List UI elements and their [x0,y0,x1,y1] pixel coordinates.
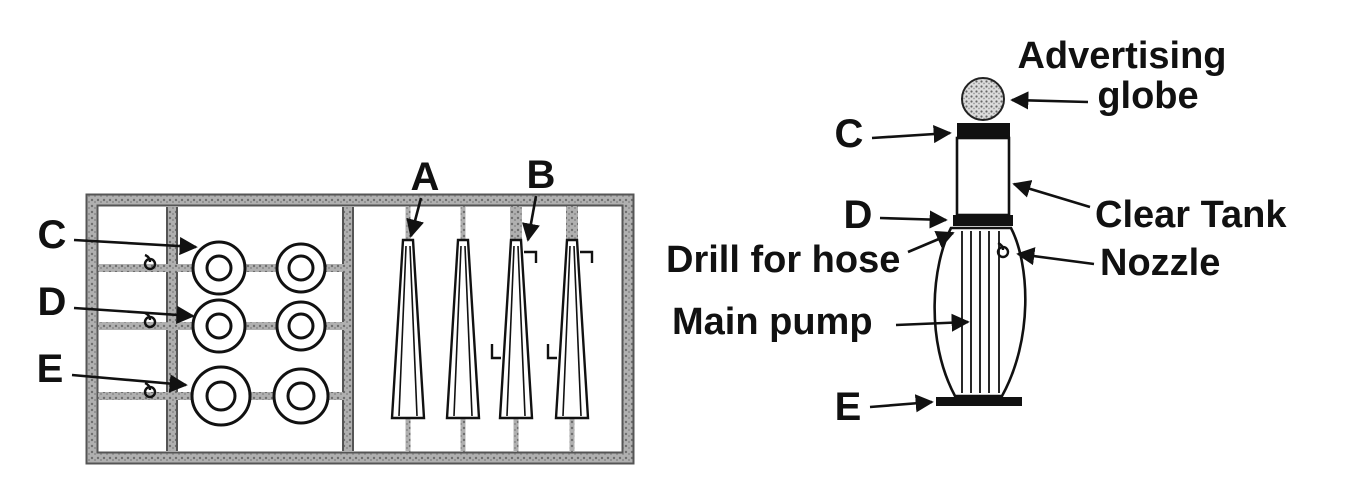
clear-tank [955,136,1011,217]
pump-assembly: Advertising globe C Clear Tank D Drill f… [666,35,1287,429]
ring-parts [190,240,330,427]
label-nozzle: Nozzle [1100,242,1220,284]
sprue-sheet: C D E A B [37,153,635,465]
advertising-globe [961,77,1005,121]
pump-flutes [961,231,1000,393]
band-part-d [953,215,1013,226]
base-part-e [936,397,1022,406]
label-advertising: Advertising [1017,35,1226,77]
label-e: E [37,347,64,391]
cone-parts-a [390,206,481,452]
sprue-connectors [98,264,344,400]
label-d: D [38,280,67,324]
label-b: B [527,153,556,197]
arrow-assembly-d [879,210,948,229]
arrow-d [73,305,195,324]
label-globe: globe [1097,75,1198,117]
sprue-frame [87,195,633,463]
arrow-clear-tank [1012,180,1091,209]
label-clear-tank: Clear Tank [1095,194,1287,236]
label-drill-for-hose: Drill for hose [666,239,900,281]
arrow-drill-for-hose [907,230,955,254]
arrow-nozzle [1016,247,1095,266]
arrow-main-pump [895,313,970,332]
hose-hook-b1 [524,250,538,263]
arrow-a [406,197,424,238]
arrow-b [521,195,540,242]
arrow-e [71,373,188,393]
label-main-pump: Main pump [672,301,873,343]
hose-hook-b2 [580,250,594,263]
label-assembly-d: D [844,193,873,237]
arrow-assembly-c [871,124,952,144]
arrow-assembly-e [869,394,934,413]
label-assembly-c: C [835,112,864,156]
hose-hook-b2-lower [546,344,557,360]
cone-parts-b [490,206,594,452]
label-c: C [38,213,67,257]
arrow-advertising-globe [1010,91,1089,110]
hose-hook-b1-lower [490,344,501,360]
arrow-c [73,236,198,256]
cap-part [957,123,1010,138]
label-a: A [411,155,440,199]
label-assembly-e: E [835,385,862,429]
